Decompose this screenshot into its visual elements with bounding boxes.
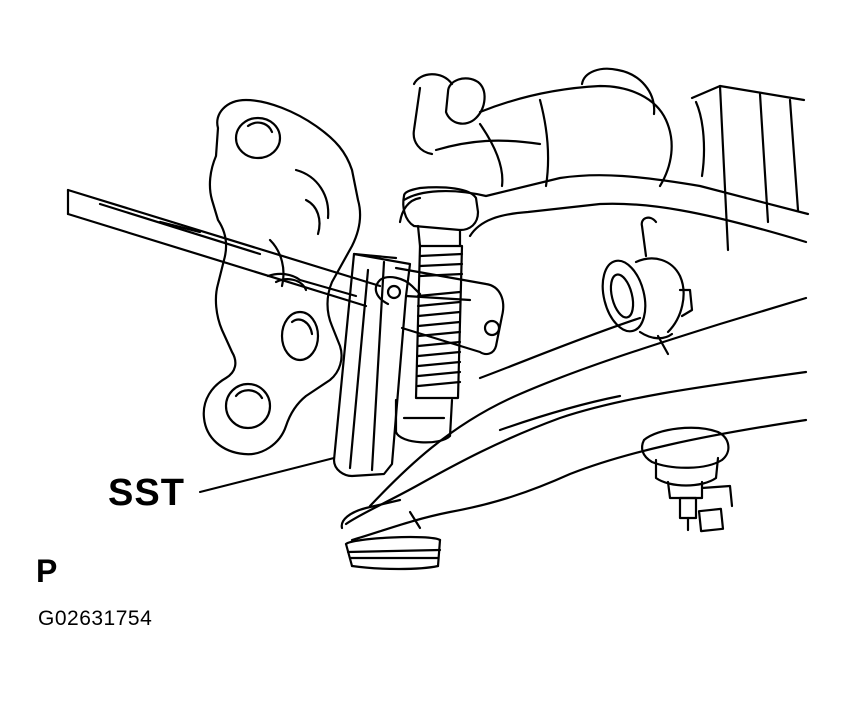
lower-ball-joint [642,428,732,531]
upper-body-structure [414,69,804,250]
sst-leader-line [200,458,334,492]
steering-knuckle [204,100,360,454]
sst-callout-label: SST [108,472,185,514]
stabilizer-link [596,218,692,354]
sst-puller-tool [334,187,503,476]
wrench-handle [68,190,380,306]
view-marker: P [36,553,58,589]
lower-control-arm [346,298,806,540]
figure-id: G02631754 [38,607,153,630]
steering-link [400,175,808,242]
ball-joint-boot [342,500,440,569]
